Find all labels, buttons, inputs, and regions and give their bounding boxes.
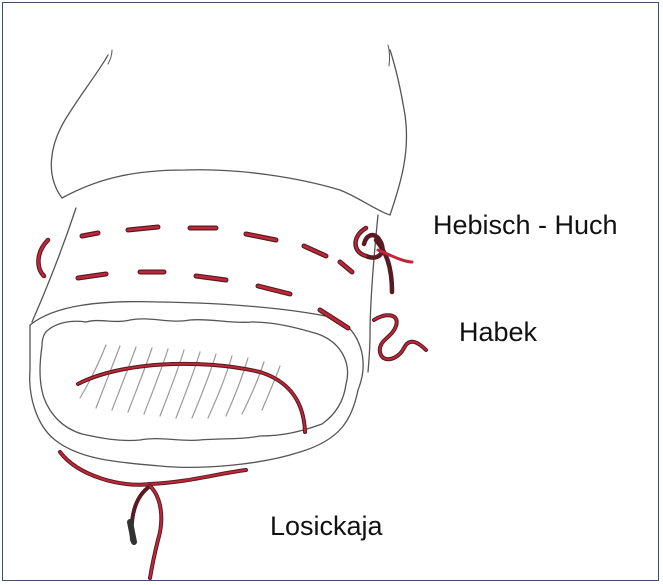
suture-losickaja	[60, 452, 246, 578]
suture-habek	[374, 315, 426, 359]
label-habek: Habek	[459, 319, 537, 346]
label-losickaja: Losickaja	[270, 513, 383, 540]
hatching	[80, 345, 280, 418]
suture-inner-arc	[78, 364, 305, 432]
suture-hebisch-huch	[38, 227, 412, 328]
bone-outline	[51, 50, 406, 215]
label-hebisch-huch: Hebisch - Huch	[433, 212, 618, 239]
